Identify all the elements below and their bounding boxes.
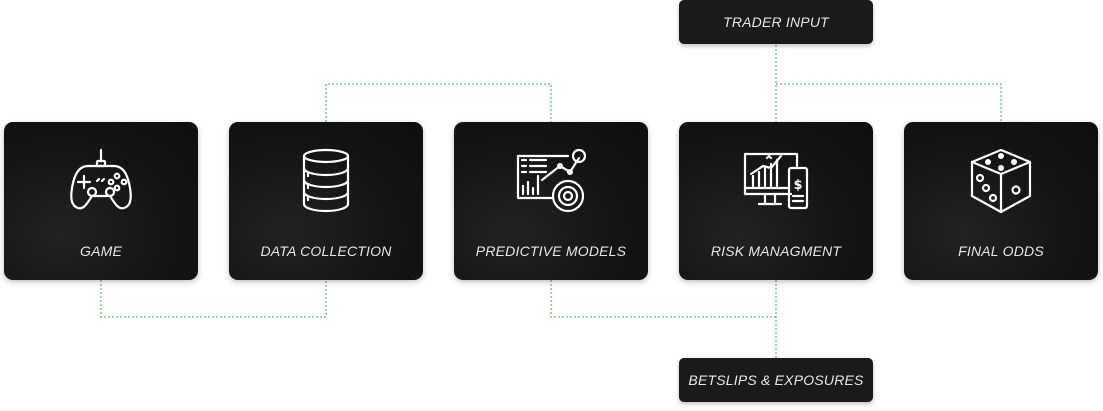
connector-data-to-models (325, 83, 552, 122)
game-card: GAME (4, 122, 198, 280)
database-icon (291, 146, 361, 216)
connector-models-to-risk (550, 280, 776, 318)
final-odds-label: FINAL ODDS (958, 243, 1044, 259)
game-label: GAME (79, 243, 123, 259)
trader-input-label: TRADER INPUT (723, 14, 829, 30)
monitor-finance-icon: $ (741, 146, 811, 216)
final-odds-card: FINAL ODDS (904, 122, 1098, 280)
risk-management-card: $ RISK MANAGMENT (679, 122, 873, 280)
risk-management-label: RISK MANAGMENT (710, 243, 842, 259)
connector-trader-to-odds (776, 83, 1002, 122)
data-collection-card: DATA COLLECTION (229, 122, 423, 280)
connector-game-to-data (100, 280, 327, 318)
trader-input-box: TRADER INPUT (679, 0, 873, 44)
analytics-chart-icon (516, 146, 586, 216)
svg-text:$: $ (793, 178, 802, 193)
predictive-models-label: PREDICTIVE MODELS (475, 243, 627, 259)
dice-icon (966, 146, 1036, 216)
predictive-models-card: PREDICTIVE MODELS (454, 122, 648, 280)
gamepad-icon (66, 146, 136, 216)
betslips-exposures-label: BETSLIPS & EXPOSURES (688, 372, 864, 388)
data-collection-label: DATA COLLECTION (260, 243, 392, 259)
betslips-exposures-box: BETSLIPS & EXPOSURES (679, 358, 873, 402)
